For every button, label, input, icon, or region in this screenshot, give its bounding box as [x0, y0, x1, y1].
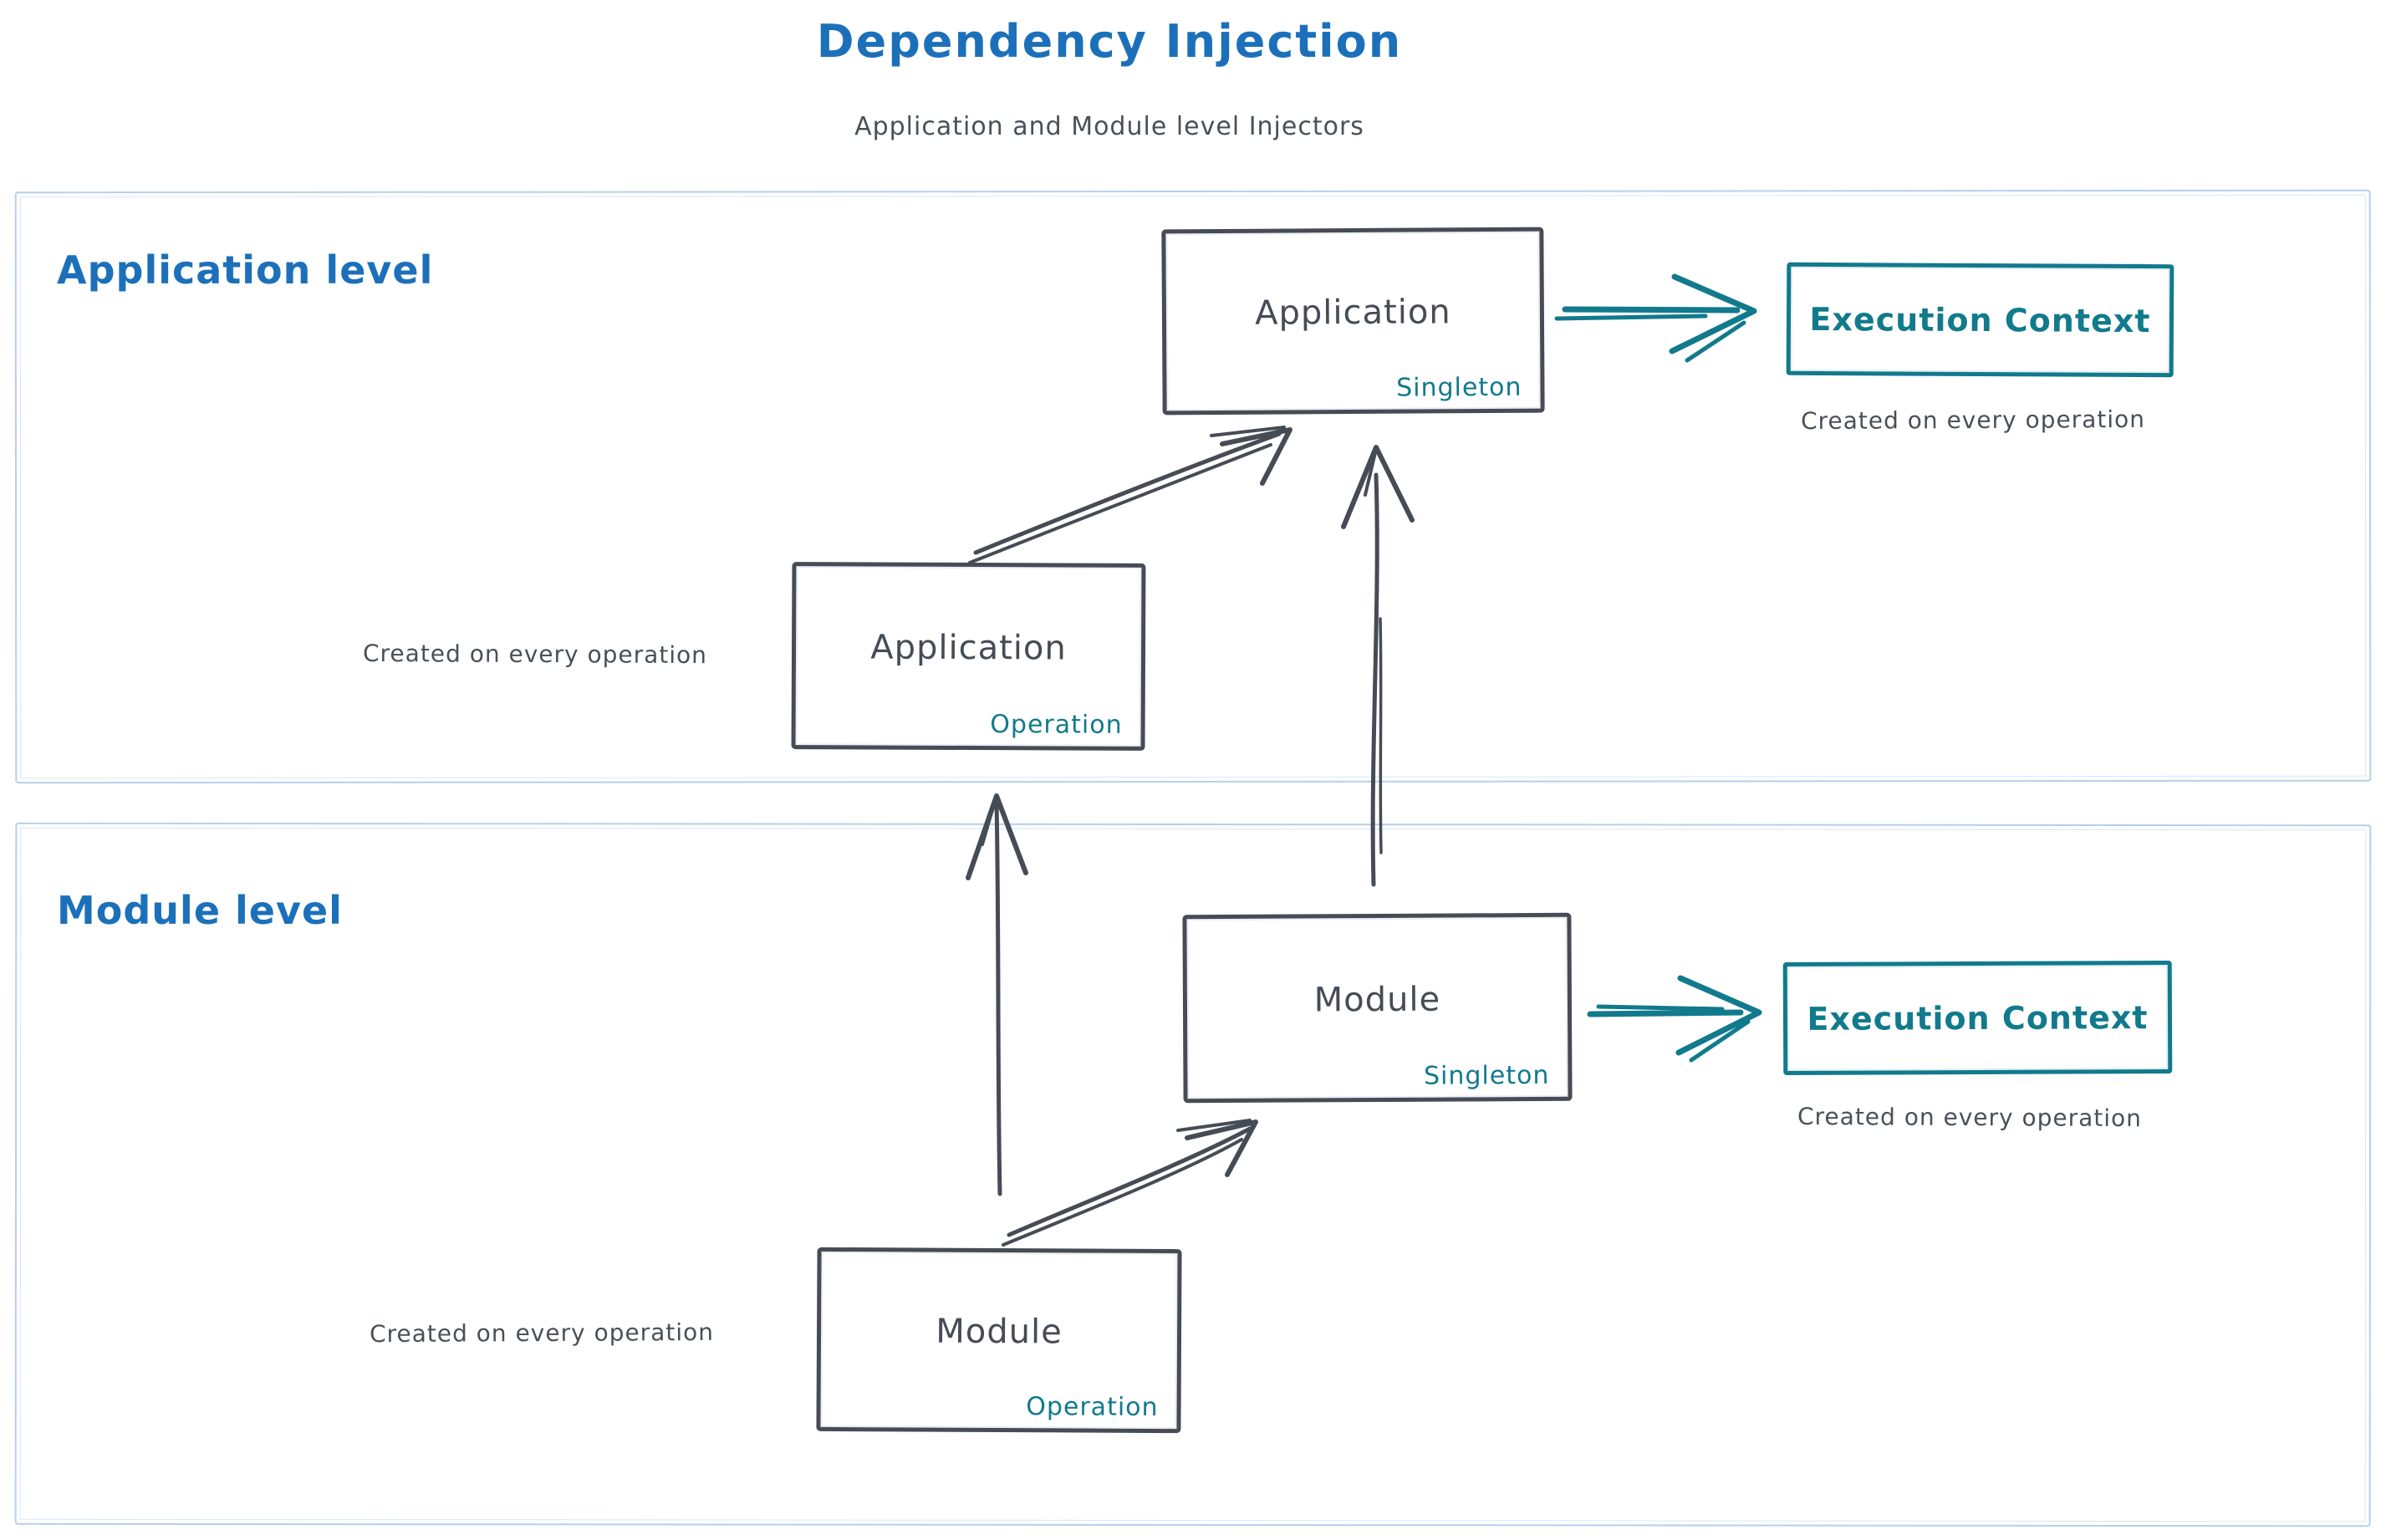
module-operation-title: Module	[936, 1312, 1063, 1352]
application-singleton-box: Application Singleton	[1161, 227, 1545, 416]
application-operation-scope-label: Operation	[990, 710, 1123, 740]
application-operation-box: Application Operation	[791, 562, 1146, 751]
execution-context-module-caption: Created on every operation	[1797, 1102, 2143, 1133]
module-operation-caption: Created on every operation	[369, 1318, 715, 1349]
execution-context-application-caption: Created on every operation	[1800, 405, 2146, 436]
application-operation-title: Application	[870, 628, 1067, 668]
diagram-title: Dependency Injection	[816, 15, 1403, 68]
module-singleton-title: Module	[1313, 980, 1441, 1019]
module-operation-box: Module Operation	[816, 1247, 1182, 1434]
application-singleton-title: Application	[1255, 293, 1451, 333]
application-level-label: Application level	[57, 247, 434, 293]
module-singleton-box: Module Singleton	[1182, 912, 1573, 1104]
module-operation-scope-label: Operation	[1026, 1392, 1159, 1422]
application-operation-caption: Created on every operation	[362, 639, 708, 670]
application-singleton-scope-label: Singleton	[1396, 372, 1522, 403]
execution-context-module-title: Execution Context	[1807, 998, 2149, 1038]
execution-context-application-box: Execution Context	[1786, 262, 2174, 378]
execution-context-module-box: Execution Context	[1782, 960, 2173, 1076]
diagram-subtitle: Application and Module level Injectors	[854, 112, 1364, 141]
execution-context-application-title: Execution Context	[1809, 300, 2151, 339]
module-singleton-scope-label: Singleton	[1423, 1060, 1550, 1091]
module-level-label: Module level	[57, 888, 343, 933]
